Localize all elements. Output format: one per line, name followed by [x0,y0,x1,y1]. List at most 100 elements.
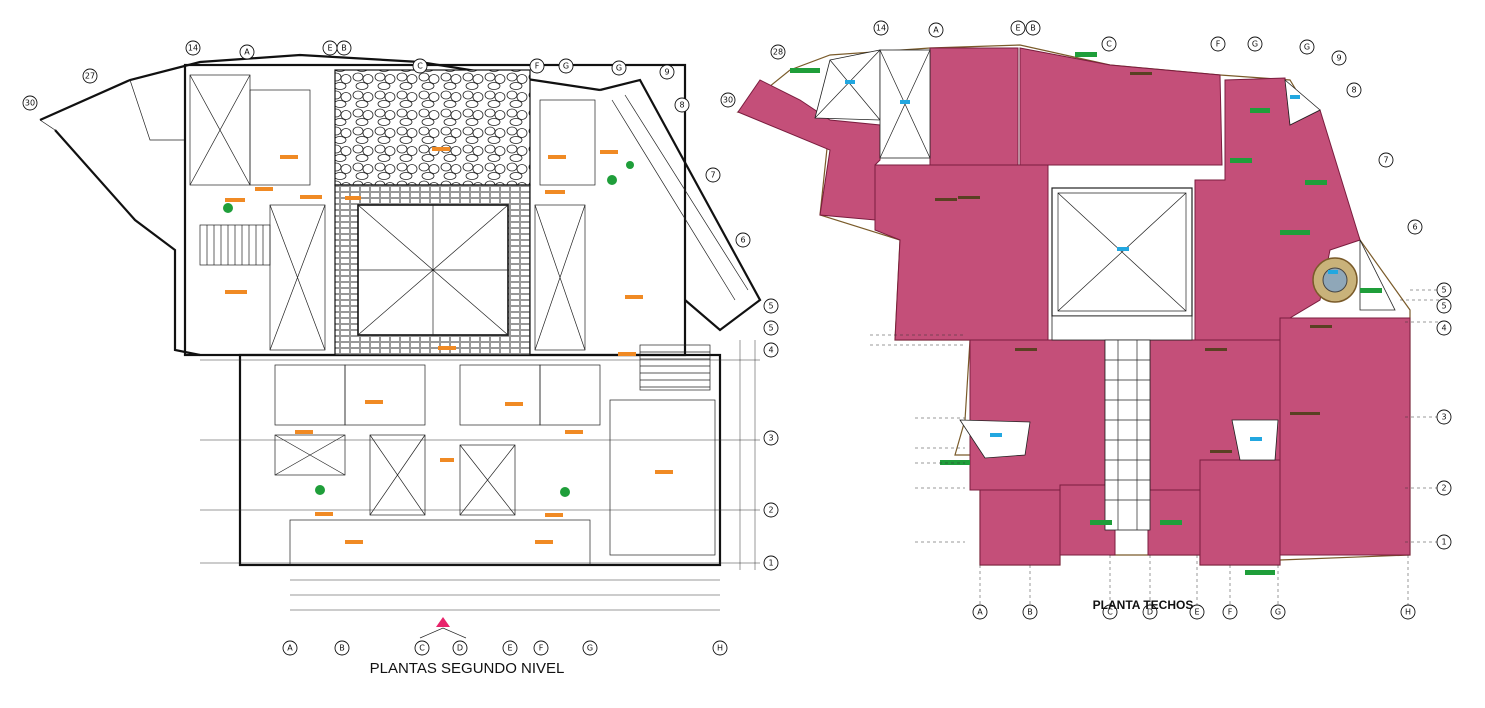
axis-label: G [587,644,593,653]
axis-label: H [717,644,723,653]
left-west-wing-detail [39,65,186,141]
dimension-lines-bottom [290,579,720,611]
roof-skylight-sw [959,419,1031,459]
axis-bubble [502,640,518,656]
roof-plan [736,44,1440,620]
axis-label: 7 [710,171,715,180]
stair-east [639,344,711,391]
roof-grid-dashes-vertical [979,555,1409,620]
axis-label: F [1216,40,1221,49]
axis-label: 5 [768,302,773,311]
axis-label: A [933,26,939,35]
axis-bubble [414,640,430,656]
axis-bubble [1222,604,1238,620]
axis-bubble [763,430,779,446]
roof-west-wing [737,79,881,221]
roof-atrium-cross [1057,192,1187,312]
axis-bubble [1025,20,1041,36]
roof-corridor-lines [1105,340,1150,530]
lightwell-2 [459,444,516,516]
axis-bubble [763,298,779,314]
terrace-south [289,519,591,566]
axis-label: F [1228,608,1233,617]
left-plan-title: PLANTAS SEGUNDO NIVEL [370,660,565,677]
axis-label: 8 [1351,86,1356,95]
axis-label: 9 [1336,54,1341,63]
left-lower-block [238,353,722,567]
axis-bubble [1210,36,1226,52]
axis-bubble [558,58,574,74]
axis-bubble [611,60,627,76]
room-bedroom-1 [249,89,311,186]
stone-garden [334,69,531,186]
axis-bubble [705,167,721,183]
axis-bubble [336,40,352,56]
lightwell-1-cross [369,434,426,516]
axis-label: 7 [1383,156,1388,165]
axis-label: C [417,62,423,71]
roof-plant-symbols [790,52,1382,575]
roof-south-west-lower [979,489,1061,566]
axis-label: 4 [768,346,773,355]
axis-label: B [1030,24,1036,33]
axis-bubble [533,640,549,656]
room-large-east [609,399,716,556]
axis-label: 1 [768,559,773,568]
hall-west [269,204,326,351]
roof-west-block [874,164,1049,341]
axis-label: 6 [740,236,745,245]
axis-label: B [341,44,347,53]
roof-grid-dashes [870,289,1440,543]
axis-bubble [1436,282,1452,298]
axis-bubble [185,40,201,56]
axis-bubble [1189,604,1205,620]
room-sw-1 [274,364,346,426]
axis-bubble [239,44,255,60]
axis-bubble [873,20,889,36]
lightwell-3-cross [274,434,346,476]
axis-label: A [244,48,250,57]
hall-west-cross [269,204,326,351]
axis-label: A [977,608,983,617]
stair-west [199,224,271,266]
axis-bubble [334,640,350,656]
axis-label: 8 [679,101,684,110]
roof-north-b [1019,47,1223,166]
axis-label: C [1106,40,1112,49]
axis-bubble [770,44,786,60]
axis-bubble [674,97,690,113]
axis-bubble [1022,604,1038,620]
axis-label: C [419,644,425,653]
axis-label: G [616,64,622,73]
axis-label: 28 [773,48,783,57]
room-se-2 [539,364,601,426]
axis-label: G [563,62,569,71]
axis-bubble [720,92,736,108]
axis-bubble [1436,298,1452,314]
axis-label: G [1252,40,1258,49]
axis-label: F [535,62,540,71]
axis-label: 30 [25,99,35,108]
roof-slope-marks [935,72,1332,453]
axis-bubble [972,604,988,620]
axis-label: A [287,644,293,653]
axis-bubble [763,320,779,336]
axis-bubble [735,232,751,248]
lightwell-3 [274,434,346,476]
axis-label: 1 [1441,538,1446,547]
axis-label: 14 [876,24,886,33]
axis-bubble [1346,82,1362,98]
axis-bubble [1331,50,1347,66]
axis-bubble [712,640,728,656]
axis-bubble [22,95,38,111]
plant-symbols [223,161,634,497]
roof-south-east-lower [1199,459,1281,566]
axis-bubble [412,58,428,74]
roof-south-west [969,339,1106,491]
roof-skylight-ne [1284,79,1321,126]
room-sw-2 [344,364,426,426]
left-east-wing [599,78,762,332]
axis-label: E [1194,608,1199,617]
entry-arrow-icon [436,617,450,627]
